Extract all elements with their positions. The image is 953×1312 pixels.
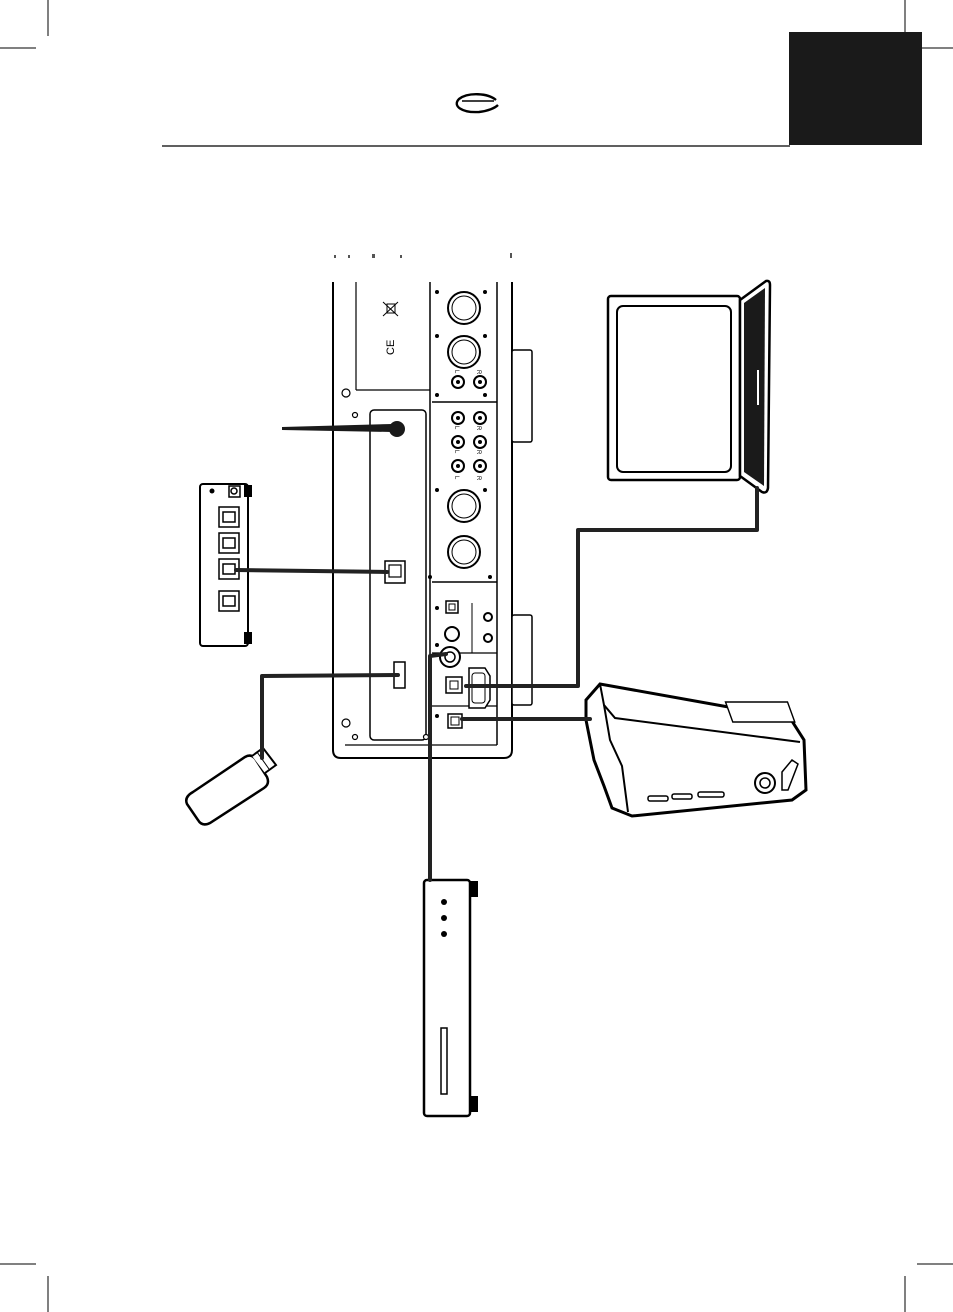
section-tab	[789, 32, 922, 145]
router-icon	[200, 484, 252, 646]
top-edge-markings	[334, 253, 512, 258]
coax-port-top	[445, 627, 459, 641]
svg-text:R: R	[475, 370, 481, 375]
svg-text:R: R	[475, 450, 481, 455]
swoosh-e-logo-icon	[457, 94, 498, 112]
receiver-icon	[424, 880, 478, 1116]
receiver-disc-slot	[441, 1028, 447, 1094]
svg-text:R: R	[475, 476, 481, 481]
ce-mark: CE	[385, 340, 397, 355]
monitor-icon	[608, 281, 770, 493]
page-header	[162, 32, 922, 146]
ethernet-cable	[236, 570, 387, 572]
svg-text:R: R	[475, 426, 481, 431]
game-console-icon	[586, 684, 806, 816]
